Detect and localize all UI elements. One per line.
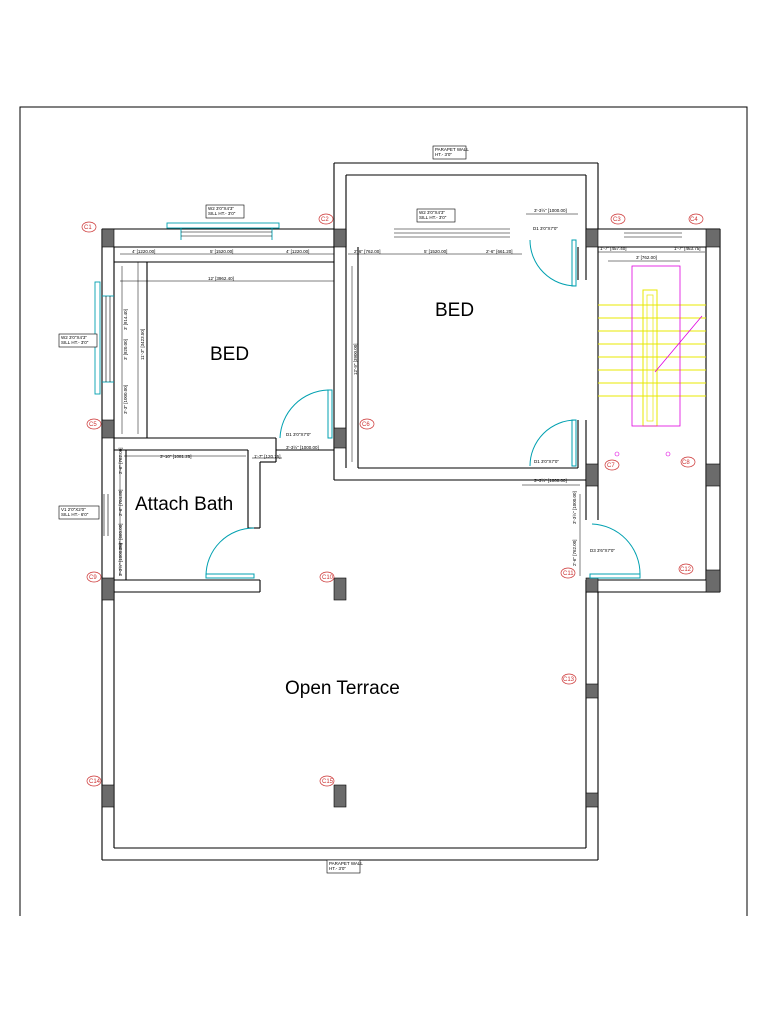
dim-text: 2'-6" [762.00] xyxy=(572,540,577,566)
dim-text: 3'-10" [1081.25] xyxy=(160,454,191,459)
dim-text: 1'-7" [463.75] xyxy=(674,246,700,251)
column-label: C2 xyxy=(321,217,329,223)
column-c14 xyxy=(101,784,115,808)
dim-text: 3'-3½" [1000.00] xyxy=(571,491,577,524)
dim-text: 2'-6" [660.00] xyxy=(118,524,123,550)
dim-text: 12'-9" [3900.00] xyxy=(353,344,358,375)
dim-text: 3' [762.00] xyxy=(636,255,657,260)
column-tags xyxy=(81,213,704,787)
room-labels: BED BED Attach Bath Open Terrace xyxy=(135,300,474,699)
sheet-border xyxy=(19,106,748,916)
note-parapet-top: PARAPET WALL xyxy=(435,147,469,152)
column-label: C9 xyxy=(89,575,97,581)
dim-text: 2'-6" [704.80] xyxy=(118,490,123,516)
note-vent-sill: SILL HT.- 6'0" xyxy=(61,512,89,517)
dimension-lines xyxy=(119,213,705,576)
column-label: C15 xyxy=(322,779,334,785)
note-window-right: W2 3'0"X4'3" xyxy=(419,210,445,215)
note-texts: PARAPET WALL HT.- 3'0" PARAPET WALL HT.-… xyxy=(61,147,615,871)
dim-text: 3'-3½" [1000.00] xyxy=(534,207,567,213)
column-tag-texts: C1 C2 C3 C4 C5 C6 C7 C8 C9 C10 C11 C12 C… xyxy=(84,217,698,785)
windows xyxy=(94,222,280,395)
column-c1 xyxy=(101,228,115,248)
note-window-left: W2 3'0"X4'3" xyxy=(61,335,87,340)
note-door-left-bed: D1 3'0"X7'0" xyxy=(286,432,311,437)
column-label: C3 xyxy=(613,217,621,223)
label-boxes xyxy=(58,145,467,874)
column-c10 xyxy=(333,577,347,601)
note-parapet-bottom: PARAPET WALL xyxy=(329,861,363,866)
column-label: C7 xyxy=(607,463,615,469)
column-c13 xyxy=(585,683,599,699)
column-label: C4 xyxy=(690,217,698,223)
dim-text: 12' [3962.40] xyxy=(208,276,234,281)
room-label-bed-right: BED xyxy=(435,300,474,321)
column-c15 xyxy=(333,784,347,808)
note-parapet-bottom-ht: HT.- 3'0" xyxy=(329,866,346,871)
staircase xyxy=(598,265,706,457)
dim-text: 3'-3½" [1000.00] xyxy=(117,543,123,576)
column-c16 xyxy=(585,792,599,808)
dim-text: 3'-3" [1000.00] xyxy=(123,385,128,414)
walls xyxy=(101,162,721,861)
dim-text: 5' [1520.00] xyxy=(424,249,447,254)
column-label: C11 xyxy=(563,571,574,577)
dim-text: 3' [920.00] xyxy=(123,339,128,360)
dim-text: 5' [1520.00] xyxy=(210,249,233,254)
room-label-attach-bath: Attach Bath xyxy=(135,494,233,515)
column-c4 xyxy=(705,228,721,248)
note-door-stair: D3 3'6"X7'0" xyxy=(590,548,615,553)
note-window-top: W2 3'0"X4'3" xyxy=(208,206,234,211)
note-door-right-bed-bottom: D1 3'0"X7'0" xyxy=(534,459,559,464)
column-c5 xyxy=(101,419,115,439)
note-door-right-bed-top: D1 3'0"X7'0" xyxy=(533,226,558,231)
dim-text: 1'-7" [457.40] xyxy=(600,246,626,251)
column-label: C6 xyxy=(362,422,370,428)
column-label: C14 xyxy=(89,779,101,785)
note-window-top-sill: SILL HT.- 3'0" xyxy=(208,211,236,216)
room-label-bed-left: BED xyxy=(210,344,249,365)
column-label: C1 xyxy=(84,225,92,231)
dim-text: 2'-6" [762.00] xyxy=(118,448,123,474)
columns xyxy=(101,228,721,808)
note-window-right-sill: SILL HT.- 3'0" xyxy=(419,215,447,220)
dim-text: 3'-3½" [1000.00] xyxy=(534,477,567,483)
column-c11 xyxy=(585,577,599,593)
column-c6 xyxy=(333,427,347,449)
dim-text: 3' [914.40] xyxy=(123,309,128,330)
dim-text: 4' [1220.00] xyxy=(132,249,155,254)
dim-text: 11'-3" [3423.50] xyxy=(140,329,145,360)
column-label: C5 xyxy=(89,422,97,428)
column-c3 xyxy=(585,228,599,248)
window-frames xyxy=(103,228,682,536)
dimension-texts: 4' [1220.00] 5' [1520.00] 4' [1220.00] 1… xyxy=(117,207,700,576)
column-c2 xyxy=(333,228,347,248)
dim-text: 4' [1220.00] xyxy=(286,249,309,254)
room-label-open-terrace: Open Terrace xyxy=(285,678,400,699)
dim-text: 3'-3½" [1000.00] xyxy=(286,444,319,450)
dim-text: 1'-7" [120.75] xyxy=(254,454,280,459)
column-c8 xyxy=(705,463,721,487)
dim-text: 2'-6" [661.20] xyxy=(486,249,512,254)
dim-text: 2'-6" [762.00] xyxy=(354,249,380,254)
column-label: C12 xyxy=(680,567,692,573)
column-label: C10 xyxy=(322,575,334,581)
column-c12 xyxy=(705,569,721,593)
column-label: C8 xyxy=(682,460,690,466)
note-parapet-top-ht: HT.- 3'0" xyxy=(435,152,452,157)
column-c9 xyxy=(101,577,115,601)
column-label: C13 xyxy=(563,677,575,683)
note-window-left-sill: SILL HT.- 3'0" xyxy=(61,340,89,345)
note-vent: V1 2'0"X2'0" xyxy=(61,507,86,512)
column-c7 xyxy=(585,463,599,487)
doors xyxy=(205,239,641,579)
